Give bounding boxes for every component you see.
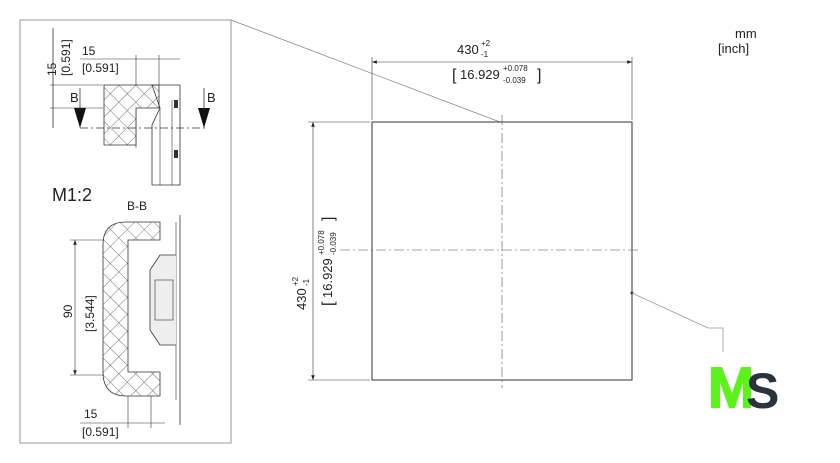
scale-label: M1:2 <box>52 185 92 205</box>
logo-s: S <box>746 363 779 419</box>
dim-inch: [0.591] <box>82 61 119 75</box>
unit-inch: [inch] <box>718 41 749 56</box>
gasket-cross-section <box>102 221 161 397</box>
bracket: ] <box>320 217 337 221</box>
tol-upper: +2 <box>481 39 491 48</box>
dim-mm: 90 <box>61 304 75 318</box>
dim-inch: [0.591] <box>59 39 73 76</box>
dim-inch: 16.929 <box>460 67 500 82</box>
foam-gasket-section <box>103 84 160 146</box>
tol-lower: -0.039 <box>503 76 526 85</box>
section-arrow-icon <box>198 108 210 128</box>
detail-leader-line <box>230 19 501 123</box>
fan-hub <box>149 254 176 346</box>
bracket: ] <box>537 67 541 84</box>
height-dimension: 430 +2 -1 [ 16.929 +0.078 -0.039 ] <box>291 121 370 381</box>
dim-mm: 15 <box>45 62 59 76</box>
width-dimension: 430 +2 -1 [ 16.929 +0.078 -0.039 ] <box>371 39 633 120</box>
bottom-horizontal-dimension: 15 [0.591] <box>80 396 165 439</box>
dim-mm: 15 <box>84 407 98 421</box>
tol-lower: -1 <box>302 278 311 286</box>
dim-mm: 430 <box>457 42 479 57</box>
section-title: B-B <box>127 199 147 213</box>
tol-upper: +2 <box>291 276 300 286</box>
tol-upper: +0.078 <box>503 64 528 73</box>
tol-lower: -1 <box>481 50 489 59</box>
tol-upper: +0.078 <box>317 230 326 255</box>
main-view: 430 +2 -1 [ 16.929 +0.078 -0.039 ] 430 +… <box>291 39 724 388</box>
ms-logo: S <box>711 363 779 419</box>
section-arrow-icon <box>74 108 86 128</box>
dim-inch: [3.544] <box>83 295 97 332</box>
dim-mm: 15 <box>82 44 96 58</box>
top-vertical-dimension: 15 [0.591] <box>45 28 103 128</box>
section-marker-right: B <box>207 90 216 105</box>
dim-inch: 16.929 <box>320 258 335 298</box>
dim-mm: 430 <box>294 288 309 310</box>
tol-lower: -0.039 <box>329 232 338 255</box>
logo-leader-line <box>631 292 724 352</box>
section-marker-left: B <box>70 90 79 105</box>
unit-mm: mm <box>735 26 757 41</box>
detail-view: 15 [0.591] 15 [0.591] B B M1:2 B-B <box>19 19 501 444</box>
bracket: [ <box>452 67 457 84</box>
bracket: [ <box>320 301 337 306</box>
dim-inch: [0.591] <box>82 425 119 439</box>
height-dimension: 90 [3.544] <box>61 239 104 376</box>
